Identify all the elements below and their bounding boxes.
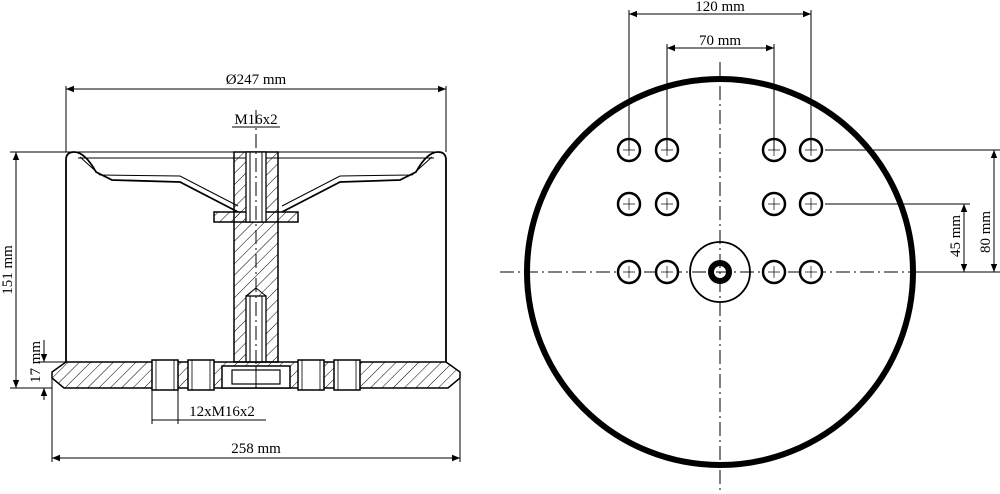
dim-base-height: 17 mm bbox=[28, 340, 66, 400]
dim-row-offset-lower: 45 mm bbox=[825, 203, 970, 272]
top-diameter-label: Ø247 mm bbox=[226, 72, 287, 88]
thread-center-label: M16x2 bbox=[234, 112, 277, 128]
outer-spacing-label: 120 mm bbox=[695, 0, 745, 15]
container-wall-left bbox=[65, 151, 75, 362]
side-view: Ø247 mm M16x2 151 mm 17 mm 12xM16x2 bbox=[0, 72, 461, 462]
dim-outer-spacing: 120 mm bbox=[628, 0, 812, 150]
row-offset-lower-label: 45 mm bbox=[948, 215, 964, 257]
height-label: 151 mm bbox=[0, 245, 16, 295]
base-hole-1-thread bbox=[155, 359, 175, 391]
top-view: 120 mm 70 mm 80 mm 45 mm bbox=[500, 0, 1000, 490]
bottom-thread-label: 12xM16x2 bbox=[189, 404, 255, 420]
row-offset-upper-label: 80 mm bbox=[978, 211, 994, 253]
base-thread-holes bbox=[151, 359, 361, 391]
dim-height: 151 mm bbox=[0, 151, 74, 389]
base-hole-2-thread bbox=[191, 359, 211, 391]
base-height-label: 17 mm bbox=[28, 341, 44, 383]
dim-bottom-thread: 12xM16x2 bbox=[151, 388, 266, 424]
container-wall-right bbox=[437, 151, 447, 362]
dished-top-plate-inner bbox=[79, 156, 433, 207]
base-hole-3-thread bbox=[301, 359, 321, 391]
dim-inner-spacing: 70 mm bbox=[666, 33, 775, 150]
dim-top-diameter: Ø247 mm bbox=[65, 72, 447, 152]
hub-outer bbox=[689, 241, 751, 303]
dim-row-offset-upper: 80 mm bbox=[825, 149, 1000, 273]
inner-spacing-label: 70 mm bbox=[699, 33, 741, 49]
dim-base-width: 258 mm bbox=[51, 378, 461, 462]
hub-bore bbox=[708, 260, 732, 284]
base-hole-4-thread bbox=[337, 359, 357, 391]
base-width-label: 258 mm bbox=[231, 441, 281, 457]
dim-thread-center: M16x2 bbox=[232, 112, 280, 128]
